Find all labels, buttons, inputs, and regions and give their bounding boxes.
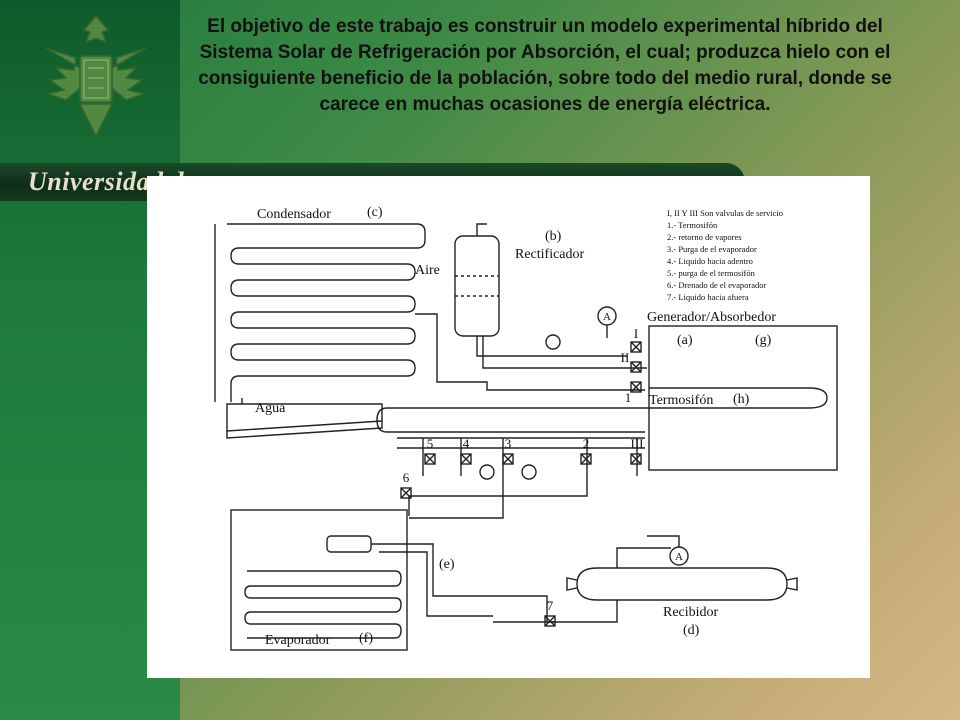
gauge-a-label-lower: A (675, 551, 683, 563)
evaporator-box (230, 509, 408, 651)
valve-label-III: III (631, 436, 644, 451)
evaporator-coil (244, 570, 402, 639)
label-c: (c) (367, 205, 383, 220)
label-d: (d) (683, 623, 700, 638)
label-b: (b) (545, 229, 562, 244)
label-rectificador: Rectificador (515, 247, 585, 262)
valve-label-II: II (621, 350, 630, 365)
label-evaporador: Evaporador (265, 633, 331, 648)
legend-line-0: I, II Y III Son valvulas de servicio (667, 208, 783, 218)
valve-label-7: 7 (547, 598, 554, 613)
evaporator-header (326, 535, 372, 553)
legend-line-2: 2.- retorno de vapores (667, 232, 742, 242)
legend-line-3: 3.- Purga de el evaporador (667, 244, 757, 254)
label-condensador: Condensador (257, 207, 331, 222)
gauge-left-upper (545, 334, 561, 350)
legend-line-6: 6.- Drenado de el evaporador (667, 280, 767, 290)
diagram-svg: Condensador (c) Aire (b) Rectificador Ge… (214, 205, 838, 651)
diagram-legend: I, II Y III Son valvulas de servicio 1.-… (667, 208, 783, 302)
valve-label-4: 4 (463, 436, 470, 451)
valve-label-5: 5 (427, 436, 434, 451)
receiver-tank (576, 567, 788, 601)
valve-label-2: 2 (583, 436, 590, 451)
condenser-coil (227, 223, 426, 402)
legend-line-5: 5.- purga de el termosifón (667, 268, 756, 278)
legend-line-4: 4.- Liquido hacia adentro (667, 256, 753, 266)
label-termosifon: Termosifón (649, 393, 713, 408)
agua-tank (226, 403, 383, 432)
university-eagle-logo (45, 14, 147, 138)
valve-label-1: 1 (625, 390, 632, 405)
valve-label-I: I (634, 326, 638, 341)
label-g: (g) (755, 333, 772, 348)
legend-line-1: 1.- Termosifón (667, 220, 718, 230)
thermosiphon-loop (376, 387, 828, 433)
legend-line-7: 7.- Liquido hacia afuera (667, 292, 749, 302)
label-agua: Agua (255, 401, 286, 416)
rectifier-vessel (454, 235, 500, 337)
valve-symbols (400, 341, 642, 627)
valve-manifold (397, 437, 645, 476)
valve-label-3: 3 (505, 436, 512, 451)
condenser-outlet-pipe (415, 313, 645, 391)
label-a: (a) (677, 333, 693, 348)
valve-label-6: 6 (403, 470, 410, 485)
label-f: (f) (359, 631, 373, 646)
label-aire: Aire (415, 263, 440, 278)
gauge-manifold-3 (521, 464, 537, 480)
gauge-manifold-4 (479, 464, 495, 480)
slide-headline: El objetivo de este trabajo es construir… (198, 16, 892, 115)
label-h: (h) (733, 392, 750, 407)
refrigeration-diagram: Condensador (c) Aire (b) Rectificador Ge… (147, 176, 870, 678)
gauge-a-label-upper: A (603, 311, 611, 323)
label-generador: Generador/Absorbedor (647, 310, 776, 325)
label-recibidor: Recibidor (663, 605, 719, 620)
generator-absorber-box (648, 325, 838, 471)
label-e: (e) (439, 557, 455, 572)
